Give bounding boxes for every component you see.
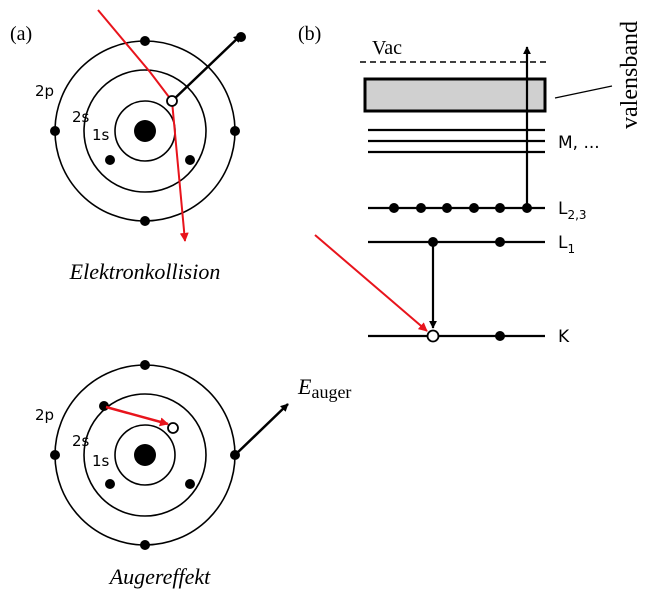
atom-auger: 2p 2s 1s bbox=[35, 360, 289, 550]
vacuum-label: Vac bbox=[372, 37, 402, 59]
electron bbox=[185, 155, 195, 165]
shell-label-2s: 2s bbox=[72, 432, 90, 450]
l1-level-label: L1 bbox=[558, 233, 575, 256]
shell-label-2p: 2p bbox=[35, 406, 54, 424]
valence-band-leader bbox=[554, 85, 613, 99]
k-level-label: K bbox=[558, 327, 570, 347]
energy-symbol: E bbox=[297, 374, 312, 399]
caption-auger: Augereffekt bbox=[108, 564, 211, 589]
electron bbox=[495, 203, 505, 213]
panel-a-label: (a) bbox=[10, 23, 32, 45]
auger-electron bbox=[230, 450, 240, 460]
l23-main: L bbox=[558, 199, 568, 219]
shell-label-1s: 1s bbox=[92, 126, 110, 144]
electron bbox=[140, 216, 150, 226]
electron bbox=[99, 401, 109, 411]
shell-label-2s: 2s bbox=[72, 108, 90, 126]
m-level-label: M, ... bbox=[558, 133, 600, 153]
atom-collision: 2p 2s 1s bbox=[35, 9, 246, 242]
electron bbox=[416, 203, 426, 213]
electron bbox=[105, 479, 115, 489]
l23-sub: 2,3 bbox=[567, 208, 586, 222]
l23-level-label: L2,3 bbox=[558, 199, 587, 222]
nucleus bbox=[134, 120, 156, 142]
shell-1s bbox=[114, 424, 176, 486]
electron bbox=[105, 155, 115, 165]
electron bbox=[495, 331, 505, 341]
electron bbox=[50, 126, 60, 136]
electron bbox=[495, 237, 505, 247]
k-vacancy-hole bbox=[426, 329, 440, 343]
shell-2s bbox=[83, 393, 207, 517]
incident-electron-arrow bbox=[314, 234, 428, 332]
vacancy-hole bbox=[166, 95, 178, 107]
electron bbox=[230, 126, 240, 136]
electron bbox=[469, 203, 479, 213]
energy-subscript: auger bbox=[311, 382, 351, 402]
electron bbox=[140, 36, 150, 46]
caption-collision: Elektronkollision bbox=[69, 259, 221, 284]
l1-main: L bbox=[558, 233, 568, 253]
panel-b-label: (b) bbox=[298, 23, 321, 45]
electron bbox=[442, 203, 452, 213]
shell-label-2p: 2p bbox=[35, 82, 54, 100]
l1-sub: 1 bbox=[567, 242, 575, 256]
vacancy-hole bbox=[167, 422, 179, 434]
valence-band bbox=[363, 77, 547, 113]
electron bbox=[185, 479, 195, 489]
ejected-electron bbox=[236, 32, 246, 42]
electron bbox=[522, 203, 532, 213]
electron bbox=[50, 450, 60, 460]
shell-2s bbox=[83, 69, 207, 193]
valence-band-label: valensband bbox=[617, 21, 643, 129]
ejected-electron-arrow bbox=[171, 34, 242, 102]
auger-transition-arrow bbox=[105, 405, 169, 427]
auger-electron-arrow bbox=[234, 403, 289, 456]
incident-electron-path bbox=[97, 9, 189, 242]
energy-label: Eauger bbox=[297, 374, 351, 402]
electron bbox=[140, 360, 150, 370]
shell-label-1s: 1s bbox=[92, 452, 110, 470]
nucleus bbox=[134, 444, 156, 466]
electron bbox=[428, 237, 438, 247]
electron bbox=[389, 203, 399, 213]
electron bbox=[140, 540, 150, 550]
